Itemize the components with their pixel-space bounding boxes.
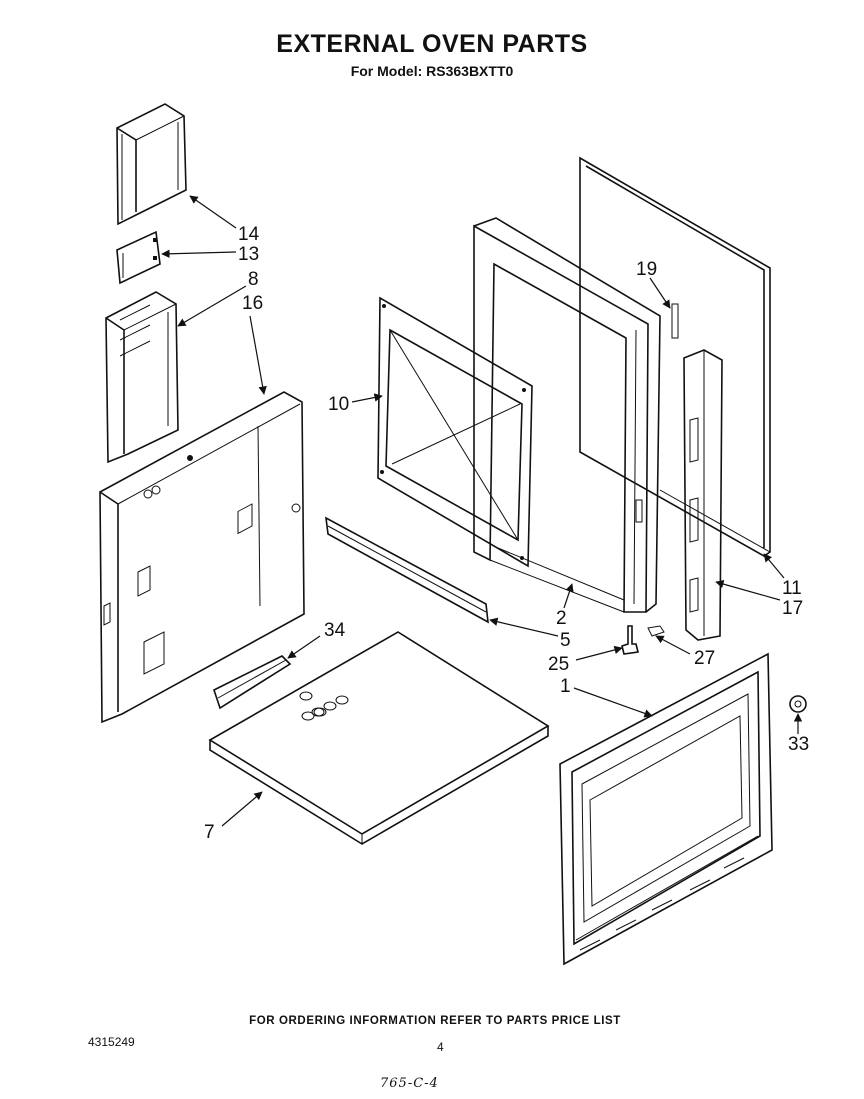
ordering-note: FOR ORDERING INFORMATION REFER TO PARTS … (249, 1015, 621, 1027)
callout-13: 13 (238, 244, 259, 265)
part-11-outer-panel (579, 156, 771, 557)
part-1-front-frame (559, 652, 773, 966)
part-16-side-panel (99, 391, 305, 724)
callout-25: 25 (548, 654, 569, 675)
part-7-bottom-panel (208, 631, 550, 845)
callout-33: 33 (788, 734, 809, 755)
callout-14: 14 (238, 224, 260, 245)
callout-5: 5 (560, 630, 571, 651)
part-33-fastener (789, 695, 807, 713)
callout-10: 10 (328, 394, 349, 415)
callout-17: 17 (782, 598, 803, 619)
model-subtitle: For Model: RS363BXTT0 (350, 63, 514, 79)
callout-27: 27 (694, 648, 715, 669)
part-8-bracket (105, 291, 179, 464)
page-number: 4 (437, 1040, 444, 1054)
callout-19: 19 (636, 259, 657, 280)
callout-1: 1 (560, 676, 571, 697)
part-34-bracket-strip (213, 655, 292, 710)
part-17-side-trim (683, 349, 723, 641)
callout-34: 34 (324, 620, 346, 641)
part-14-side-bracket (116, 103, 187, 226)
part-27-clip (647, 625, 665, 637)
callout-11: 11 (782, 578, 802, 599)
handwritten-date: 765-C-4 (380, 1076, 439, 1091)
part-13-small-bracket (116, 230, 161, 285)
callout-8: 8 (248, 269, 259, 290)
part-19-strip (671, 303, 679, 339)
part-10-window-frame (377, 296, 533, 568)
leader-lines (161, 195, 803, 827)
part-2-door-frame (473, 217, 661, 613)
page-title: EXTERNAL OVEN PARTS (276, 30, 588, 58)
callout-16: 16 (242, 293, 263, 314)
document-number: 4315249 (88, 1035, 135, 1049)
callout-2: 2 (556, 608, 567, 629)
part-5-rail (325, 516, 489, 624)
part-25-hinge-pin (621, 625, 639, 655)
callout-7: 7 (204, 822, 215, 843)
